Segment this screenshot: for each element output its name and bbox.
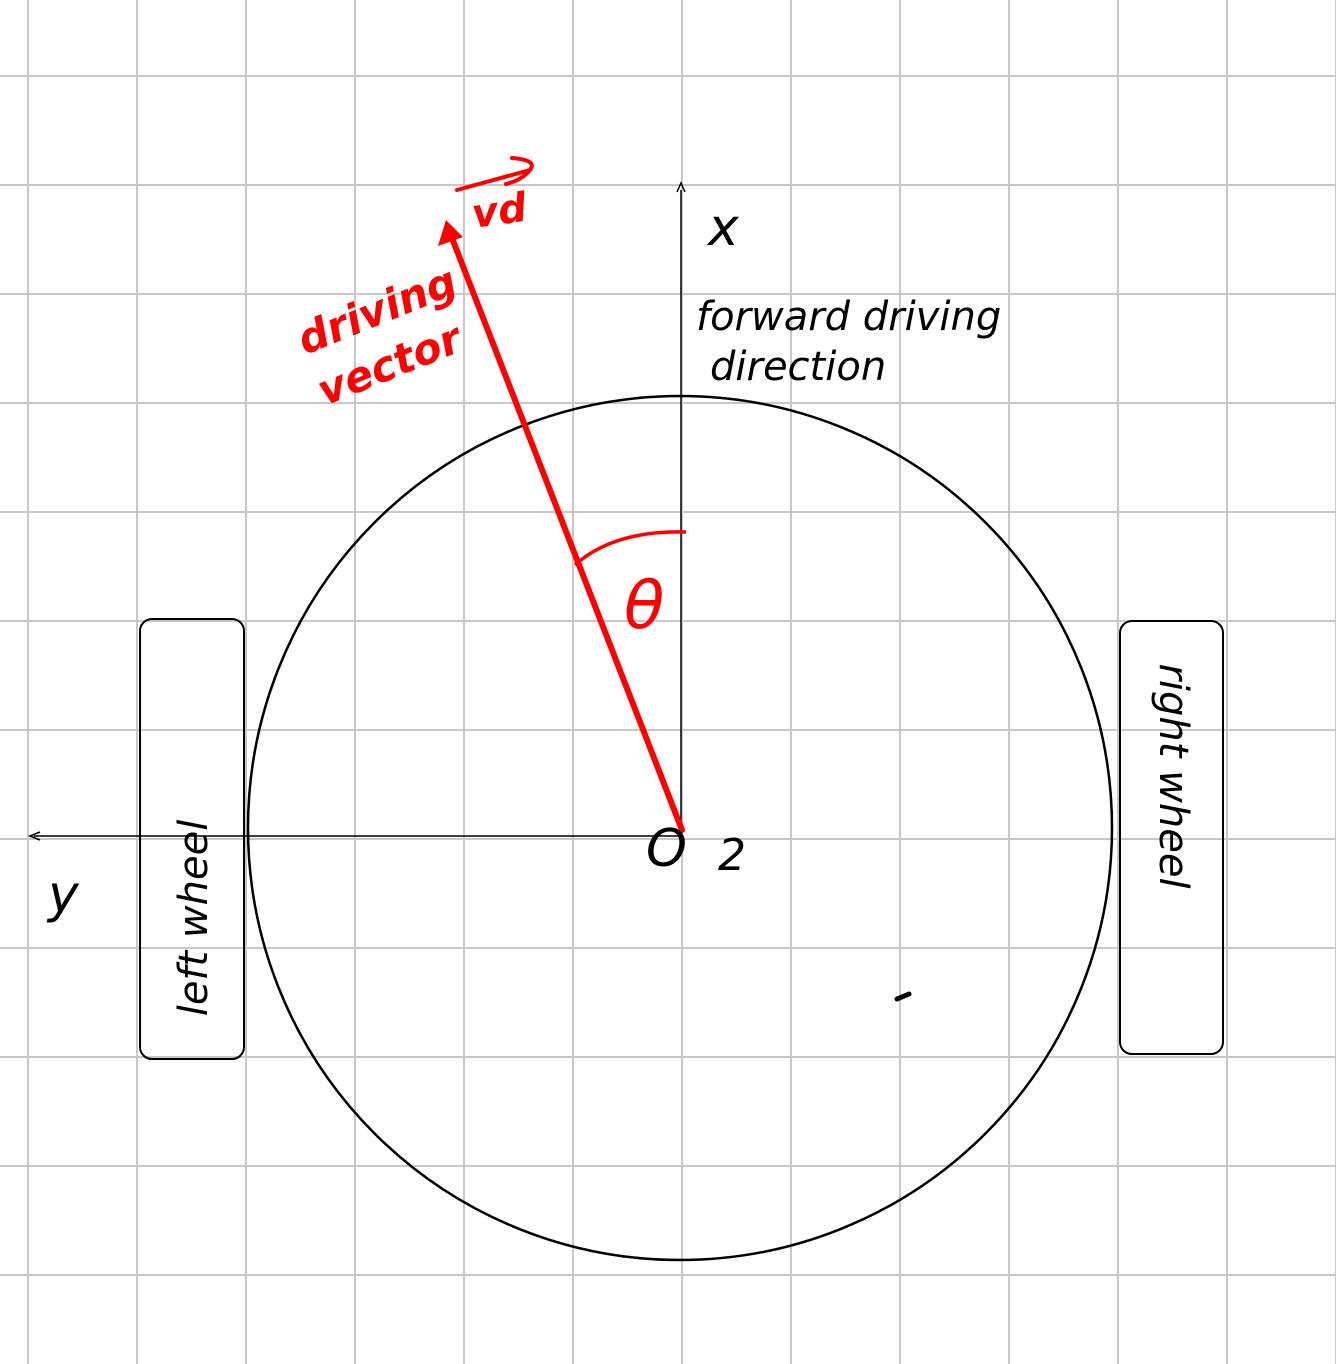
driving-vector-arrowhead — [438, 220, 463, 246]
theta-arc — [573, 530, 687, 567]
right-wheel-box — [1119, 620, 1224, 1055]
small-mark — [894, 991, 912, 1002]
left-wheel-label: left wheel — [171, 820, 217, 1017]
origin-subscript: 2 — [718, 830, 746, 881]
x-axis-label: x — [706, 198, 740, 258]
left-wheel-box — [139, 618, 245, 1060]
right-wheel-label: right wheel — [1150, 663, 1196, 888]
vd-over-arrow — [455, 168, 532, 192]
x-axis-arrowhead — [676, 181, 686, 193]
forward-direction-label-line1: forward driving — [696, 294, 1001, 340]
origin-label: O — [646, 819, 687, 879]
forward-direction-label-line2: direction — [710, 344, 886, 390]
vd-symbol-label: vd — [469, 185, 530, 238]
driving-vector-line — [449, 235, 685, 833]
y-axis-arrowhead — [27, 831, 41, 841]
robot-body-circle — [246, 394, 1114, 1262]
y-axis-label: y — [46, 865, 80, 925]
vd-over-arrowhead — [504, 156, 534, 186]
theta-label: θ — [624, 567, 664, 644]
